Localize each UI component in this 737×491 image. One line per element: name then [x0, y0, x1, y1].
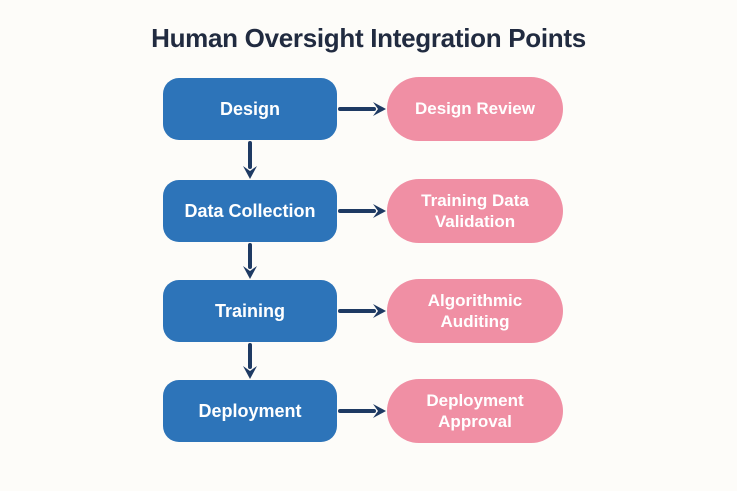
arrow-shaft: [248, 343, 252, 369]
oversight-pill-training-data-validation: Training Data Validation: [387, 179, 563, 243]
arrow-shaft: [338, 309, 376, 313]
arrow-head-right-icon: [373, 404, 386, 418]
arrow-head-down-icon: [243, 366, 257, 379]
stage-box-deployment: Deployment: [163, 380, 337, 442]
diagram-title: Human Oversight Integration Points: [151, 23, 586, 53]
oversight-pill-algorithmic-auditing: Algorithmic Auditing: [387, 279, 563, 343]
arrow-head-right-icon: [373, 102, 386, 116]
stage-box-training: Training: [163, 280, 337, 342]
arrow-down-design-to-data-collection: [242, 141, 258, 179]
oversight-pill-design-review: Design Review: [387, 77, 563, 141]
arrow-shaft: [338, 209, 376, 213]
arrow-down-training-to-deployment: [242, 343, 258, 379]
oversight-pill-deployment-approval: Deployment Approval: [387, 379, 563, 443]
arrow-down-data-collection-to-training: [242, 243, 258, 279]
arrow-head-right-icon: [373, 304, 386, 318]
arrow-right-deployment-to-approval: [338, 403, 386, 419]
arrow-head-down-icon: [243, 266, 257, 279]
arrow-shaft: [248, 243, 252, 269]
stage-box-design: Design: [163, 78, 337, 140]
arrow-right-design-to-review: [338, 101, 386, 117]
arrow-right-data-collection-to-validation: [338, 203, 386, 219]
arrow-shaft: [248, 141, 252, 169]
stage-box-data-collection: Data Collection: [163, 180, 337, 242]
arrow-head-down-icon: [243, 166, 257, 179]
arrow-right-training-to-auditing: [338, 303, 386, 319]
arrow-shaft: [338, 107, 376, 111]
arrow-shaft: [338, 409, 376, 413]
arrow-head-right-icon: [373, 204, 386, 218]
